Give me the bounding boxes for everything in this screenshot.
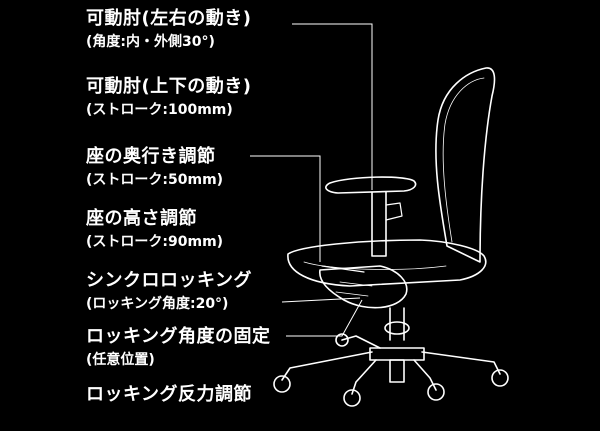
feature-armrest-vertical: 可動肘(上下の動き) (ストローク:100mm) <box>86 76 251 120</box>
caster <box>343 389 361 407</box>
feature-rocking-tension: ロッキング反力調節 <box>86 384 252 406</box>
cylinder-collar <box>384 321 410 335</box>
feature-detail: (ストローク:90mm) <box>86 234 224 250</box>
base-leg-front-right <box>413 359 437 391</box>
feature-detail: (ストローク:100mm) <box>86 102 233 118</box>
backrest-inner <box>442 77 485 243</box>
feature-detail: (角度:内・外側30°) <box>86 34 215 50</box>
base-leg-right <box>421 351 501 375</box>
base-hub <box>369 347 425 361</box>
feature-name: 可動肘(左右の動き) <box>86 8 252 29</box>
leader-line-seat-depth <box>250 155 321 262</box>
feature-name: シンクロロッキング <box>86 270 252 291</box>
feature-seat-height: 座の高さ調節 (ストローク:90mm) <box>86 208 223 252</box>
caster <box>335 333 349 347</box>
gas-cylinder <box>389 307 405 341</box>
armrest-post <box>371 191 387 257</box>
feature-seat-depth: 座の奥行き調節 (ストローク:50mm) <box>86 146 223 190</box>
feature-name: 座の奥行き調節 <box>86 146 216 167</box>
armrest-pad <box>325 176 417 194</box>
feature-detail: (ストローク:50mm) <box>86 172 224 188</box>
armrest-post-fold <box>385 202 403 221</box>
feature-detail: (ロッキング角度:20°) <box>86 296 229 312</box>
seat <box>287 239 487 287</box>
seat-mechanism <box>319 265 408 309</box>
leader-line-armrest-lateral <box>292 23 373 190</box>
feature-armrest-lateral: 可動肘(左右の動き) (角度:内・外側30°) <box>86 8 251 52</box>
feature-rocking-lock: ロッキング角度の固定 (任意位置) <box>86 326 270 370</box>
feature-name: ロッキング角度の固定 <box>86 326 271 347</box>
seat-underside <box>303 261 447 270</box>
feature-detail: (任意位置) <box>86 352 155 368</box>
feature-synchro-rocking: シンクロロッキング (ロッキング角度:20°) <box>86 270 252 314</box>
base-leg-front-left <box>351 359 377 395</box>
feature-name: 座の高さ調節 <box>86 208 197 229</box>
base-leg-back <box>341 335 381 349</box>
caster <box>427 383 445 401</box>
feature-name: 可動肘(上下の動き) <box>86 76 252 97</box>
caster <box>491 369 509 387</box>
lever <box>321 265 365 273</box>
leader-line-rocking <box>281 297 361 303</box>
feature-name: ロッキング反力調節 <box>86 384 252 405</box>
base-leg-left <box>281 351 373 381</box>
caster <box>273 375 291 393</box>
leader-line-lock <box>286 299 363 337</box>
backrest <box>435 67 496 263</box>
mechanism-detail <box>335 281 373 297</box>
center-post <box>389 359 405 383</box>
